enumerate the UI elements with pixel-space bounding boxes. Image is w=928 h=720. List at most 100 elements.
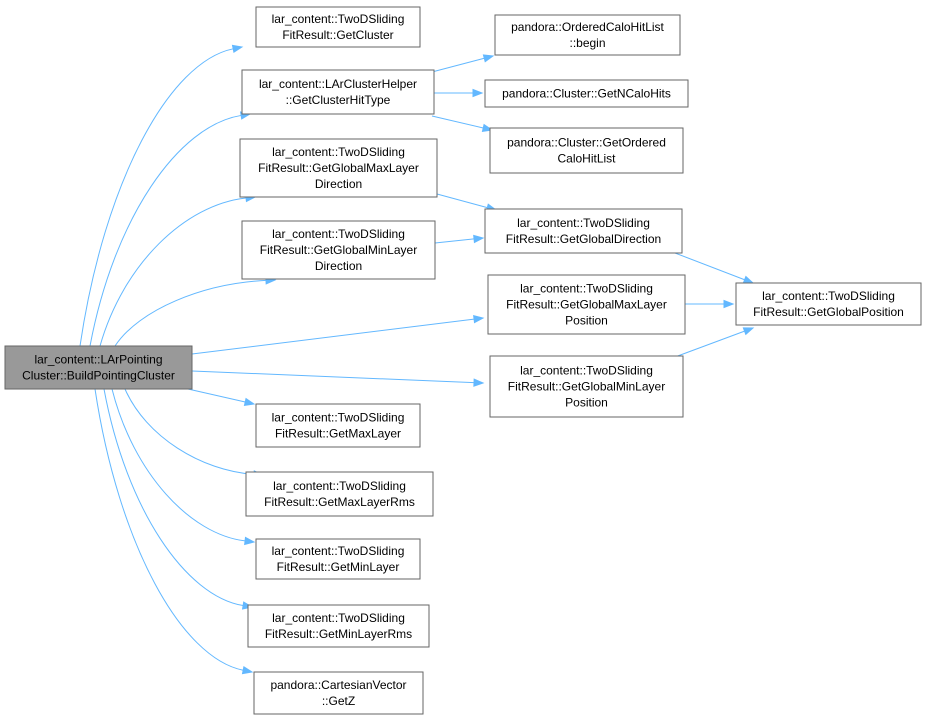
node-label-line: lar_content::TwoDSliding: [272, 145, 405, 159]
edge-line: [434, 238, 475, 244]
edge-line: [114, 279, 267, 347]
node-gminlayerdir[interactable]: lar_content::TwoDSlidingFitResult::GetGl…: [241, 220, 436, 280]
node-label-line: FitResult::GetGlobalMaxLayer: [258, 161, 419, 175]
arrowhead: [742, 275, 755, 284]
edge-line: [187, 388, 246, 403]
node-getminlayer[interactable]: lar_content::TwoDSlidingFitResult::GetMi…: [255, 538, 421, 580]
node-getminlayerrms[interactable]: lar_content::TwoDSlidingFitResult::GetMi…: [247, 604, 430, 648]
node-label-line: lar_content::TwoDSliding: [272, 544, 405, 558]
node-label-line: FitResult::GetGlobalMinLayer: [260, 243, 417, 257]
arrowhead: [473, 314, 485, 324]
node-getncalohits[interactable]: pandora::Cluster::GetNCaloHits: [484, 79, 689, 108]
node-box: [247, 604, 430, 648]
arrowhead: [723, 299, 735, 309]
node-gmaxlayerdir[interactable]: lar_content::TwoDSlidingFitResult::GetGl…: [239, 138, 438, 198]
edge-line: [79, 48, 234, 347]
edge-root-to-gmaxlayerdir: [99, 193, 257, 347]
edge-line: [431, 115, 484, 129]
node-gposition[interactable]: lar_content::TwoDSlidingFitResult::GetGl…: [735, 282, 922, 326]
edge-root-to-getminlayerrms: [103, 388, 254, 610]
node-box: [484, 79, 689, 108]
node-label-line: FitResult::GetMaxLayerRms: [264, 495, 415, 509]
node-label-line: FitResult::GetGlobalDirection: [506, 232, 661, 246]
arrowhead: [241, 665, 254, 675]
node-box: [245, 471, 434, 517]
node-label-line: lar_content::TwoDSliding: [272, 12, 405, 26]
edge-line: [191, 318, 475, 355]
edge-root-to-getz: [94, 388, 254, 675]
node-box: [239, 138, 438, 198]
node-label-line: pandora::Cluster::GetNCaloHits: [502, 87, 671, 101]
edge-root-to-getminlayer: [111, 388, 256, 546]
node-label-line: lar_content::LArClusterHelper: [259, 77, 417, 91]
node-begin[interactable]: pandora::OrderedCaloHitList::begin: [494, 14, 681, 56]
node-label-line: FitResult::GetMaxLayer: [275, 427, 401, 441]
node-gdirection[interactable]: lar_content::TwoDSlidingFitResult::GetGl…: [484, 208, 683, 254]
node-label-line: lar_content::TwoDSliding: [272, 411, 405, 425]
edge-line: [103, 388, 244, 607]
node-box: [241, 220, 436, 280]
node-label-line: lar_content::TwoDSliding: [520, 282, 653, 296]
edge-line: [111, 388, 246, 542]
node-box: [489, 355, 684, 418]
arrowhead: [244, 536, 256, 546]
edge-root-to-getmaxlayer: [187, 388, 256, 407]
edge-line: [436, 193, 488, 209]
arrowhead: [473, 234, 485, 244]
arrowhead: [231, 44, 244, 54]
node-label-line: lar_content::TwoDSliding: [273, 479, 406, 493]
node-box: [4, 345, 193, 390]
node-box: [255, 538, 421, 580]
node-label-line: FitResult::GetGlobalMinLayer: [508, 380, 665, 394]
arrowhead: [472, 88, 484, 98]
node-label-line: pandora::OrderedCaloHitList: [511, 20, 664, 34]
node-getcluster[interactable]: lar_content::TwoDSlidingFitResult::GetCl…: [255, 6, 421, 48]
node-root[interactable]: lar_content::LArPointingCluster::BuildPo…: [4, 345, 193, 390]
edge-gdirection-to-gposition: [674, 252, 755, 284]
node-label-line: Direction: [315, 177, 362, 191]
edge-line: [191, 370, 475, 384]
node-label-line: FitResult::GetMinLayer: [277, 560, 400, 574]
node-label-line: pandora::Cluster::GetOrdered: [507, 136, 666, 150]
edge-line: [124, 388, 255, 475]
node-label-line: ::GetClusterHitType: [286, 93, 391, 107]
node-label-line: Direction: [315, 259, 362, 273]
node-label-line: lar_content::TwoDSliding: [272, 227, 405, 241]
node-box: [253, 671, 424, 715]
node-label-line: ::GetZ: [322, 694, 355, 708]
edge-gminlayerdir-to-gdirection: [434, 234, 485, 244]
edge-line: [99, 197, 247, 347]
node-label-line: FitResult::GetGlobalMaxLayer: [506, 298, 667, 312]
node-gminlayerpos[interactable]: lar_content::TwoDSlidingFitResult::GetGl…: [489, 355, 684, 418]
edge-root-to-getmaxlayerrms: [124, 388, 265, 479]
node-box: [735, 282, 922, 326]
edge-gmaxlayerpos-to-gposition: [685, 299, 735, 309]
edge-root-to-getclusterhittype: [89, 111, 252, 347]
node-label-line: Cluster::BuildPointingCluster: [22, 369, 175, 383]
edge-root-to-gminlayerdir: [114, 276, 277, 347]
node-label-line: FitResult::GetCluster: [282, 28, 393, 42]
node-box: [484, 208, 683, 254]
node-box: [255, 403, 421, 448]
node-label-line: lar_content::TwoDSliding: [762, 289, 895, 303]
node-getmaxlayerrms[interactable]: lar_content::TwoDSlidingFitResult::GetMa…: [245, 471, 434, 517]
edge-gmaxlayerdir-to-gdirection: [436, 193, 498, 212]
node-box: [241, 69, 435, 115]
node-label-line: lar_content::TwoDSliding: [272, 611, 405, 625]
arrowhead: [243, 397, 256, 407]
edge-root-to-gminlayerpos: [191, 370, 485, 387]
edge-getclusterhittype-to-begin: [431, 54, 495, 73]
node-box: [487, 274, 686, 335]
edge-line: [94, 388, 244, 671]
edge-line: [431, 57, 485, 73]
node-getz[interactable]: pandora::CartesianVector::GetZ: [253, 671, 424, 715]
edge-gminlayerpos-to-gposition: [674, 327, 755, 358]
node-getclusterhittype[interactable]: lar_content::LArClusterHelper::GetCluste…: [241, 69, 435, 115]
node-gmaxlayerpos[interactable]: lar_content::TwoDSlidingFitResult::GetGl…: [487, 274, 686, 335]
node-getmaxlayer[interactable]: lar_content::TwoDSlidingFitResult::GetMa…: [255, 403, 421, 448]
edge-getclusterhittype-to-getncalohits: [434, 88, 484, 98]
edge-getclusterhittype-to-getordered: [431, 115, 494, 132]
edge-line: [674, 330, 745, 358]
node-box: [489, 127, 684, 174]
